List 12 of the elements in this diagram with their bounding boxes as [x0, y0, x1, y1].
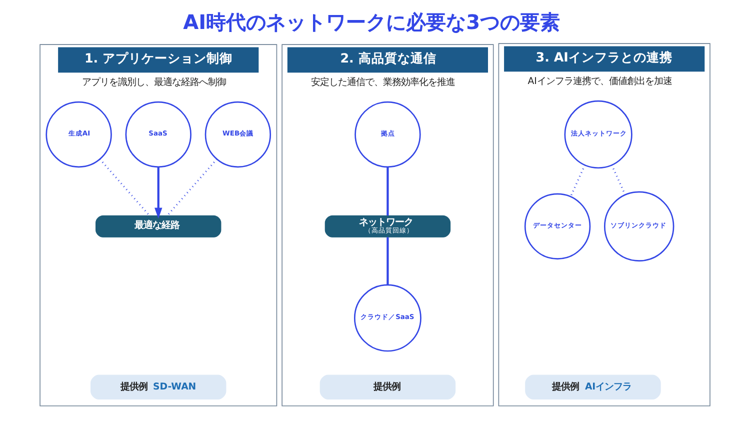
connector — [99, 158, 150, 216]
node-box: 提供例 — [320, 374, 456, 400]
node-box: 提供例 SD-WAN — [90, 374, 226, 400]
connector — [611, 164, 626, 195]
connector — [570, 164, 586, 197]
node-box: 提供例 AIインフラ — [525, 374, 661, 400]
connector — [386, 237, 389, 285]
arrow — [154, 167, 162, 219]
connector — [386, 167, 389, 216]
diagram-title: AI時代のネットワークに必要な3つの要素 — [183, 10, 560, 34]
node-box: 最適な経路 — [96, 215, 222, 238]
connector — [166, 158, 218, 216]
